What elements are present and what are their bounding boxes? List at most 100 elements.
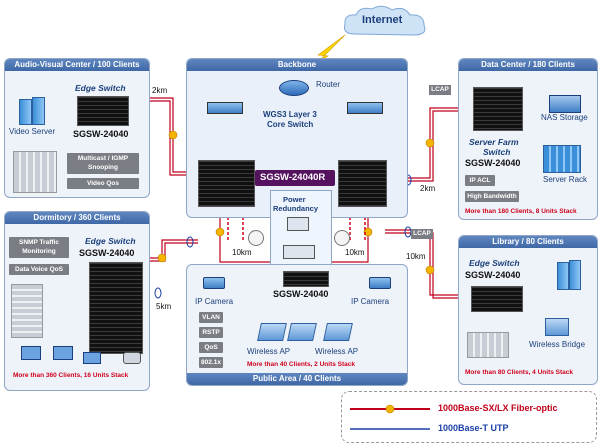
video-server-icon (19, 97, 45, 125)
fiber-badge-av (168, 130, 178, 140)
nas-storage-icon (549, 95, 581, 113)
dc-edge-label-2: Switch (483, 147, 511, 157)
power-unit-icon (287, 217, 309, 231)
fiber-public-left (219, 205, 282, 263)
laptop-icon-3 (83, 352, 101, 364)
laptop-icon-1 (21, 346, 41, 360)
bridge-label: Wireless Bridge (529, 340, 586, 349)
dc-footer: More than 180 Clients, 8 Units Stack (465, 208, 577, 215)
ip-camera-left-icon (203, 277, 225, 289)
public-tag-rstp: RSTP (199, 327, 223, 338)
fiber-badge-dorm (157, 253, 167, 263)
router-icon (279, 80, 309, 96)
fiber-badge-pub-left (215, 227, 225, 237)
public-tag-vlan: VLAN (199, 312, 223, 323)
core-switch-label-1: WGS3 Layer 3 (263, 110, 317, 119)
internet-cloud: Internet (340, 4, 430, 40)
wireless-ap-label-2: Wireless AP (315, 347, 359, 356)
video-server-label: Video Server (9, 127, 56, 136)
dc-lcap-tag: LCAP (429, 85, 451, 95)
ip-camera-right-label: IP Camera (351, 297, 390, 306)
redundancy-label-2: Redundancy (273, 204, 319, 213)
ip-camera-right-icon (369, 277, 391, 289)
dc-switch-stack (473, 87, 523, 131)
panel-dormitory: Dormitory / 360 Clients SNMP Traffic Mon… (4, 211, 150, 391)
dorm-stack-switch (89, 262, 143, 354)
dorm-model: SGSW-24040 (79, 248, 135, 258)
backbone-switch-left (198, 160, 255, 207)
dorm-tag-data-voice: Data Voice QoS (9, 264, 69, 275)
server-rack-label: Server Rack (543, 175, 588, 184)
public-link-right: 10km (345, 248, 365, 257)
core-switch-label-2: Core Switch (267, 120, 314, 129)
building-icon (13, 151, 57, 193)
fiber-badge-dc (425, 138, 435, 148)
ip-camera-left-label: IP Camera (195, 297, 234, 306)
legend-utp-label: 1000Base-T UTP (438, 423, 509, 433)
backbone-title: Backbone (187, 59, 407, 71)
core-switch-left (207, 102, 243, 114)
fiber-dorm (140, 239, 198, 259)
router-label: Router (316, 80, 341, 89)
dorm-link-distance: 5km (156, 302, 172, 311)
dorm-edge-label: Edge Switch (85, 236, 136, 246)
library-building-icon (467, 332, 509, 358)
wireless-ap-icon-2 (287, 323, 317, 341)
core-switch-right (347, 102, 383, 114)
lib-title: Library / 80 Clients (459, 236, 597, 248)
public-model: SGSW-24040 (273, 289, 329, 299)
legend-fiber-label: 1000Base-SX/LX Fiber-optic (438, 403, 558, 413)
internet-label: Internet (362, 14, 403, 26)
av-edge-label: Edge Switch (75, 83, 126, 93)
public-link-left: 10km (232, 248, 252, 257)
lib-switch (471, 286, 523, 312)
legend-utp-swatch (350, 428, 430, 430)
lib-server-icon (557, 260, 581, 290)
fiber-badge-lib (425, 265, 435, 275)
dc-link-distance: 2km (420, 184, 436, 193)
dc-title: Data Center / 180 Clients (459, 59, 597, 71)
rps-icon (283, 245, 315, 259)
av-tag-multicast: Multicast / IGMP Snooping (67, 153, 139, 174)
panel-audio-visual: Audio-Visual Center / 100 Clients Edge S… (4, 58, 150, 198)
public-switch (283, 271, 329, 287)
av-tag-video-qos: Video Qos (67, 178, 139, 189)
lib-lcap-tag: LCAP (411, 229, 433, 239)
av-link-distance: 2km (152, 86, 168, 95)
wireless-bridge-icon (545, 318, 569, 336)
fiber-lib-2 (385, 232, 462, 299)
backbone-switch-right (338, 160, 387, 207)
dorm-tag-snmp: SNMP Traffic Monitoring (9, 237, 69, 258)
public-tag-qos: QoS (199, 342, 223, 353)
av-edge-switch (77, 96, 129, 126)
server-rack-icon (543, 145, 581, 173)
public-tag-8021x: 802.1x (199, 357, 223, 368)
wireless-ap-icon-3 (323, 323, 353, 341)
dc-model: SGSW-24040 (465, 158, 521, 168)
laptop-icon-2 (53, 346, 73, 360)
legend: 1000Base-SX/LX Fiber-optic 1000Base-T UT… (341, 391, 597, 443)
panel-public-area: Public Area / 40 Clients SGSW-24040 IP C… (186, 264, 408, 386)
panel-av-title: Audio-Visual Center / 100 Clients (5, 59, 149, 71)
public-title: Public Area / 40 Clients (187, 373, 407, 385)
phone-icon (123, 352, 141, 364)
fiber-public-right (325, 205, 369, 263)
dorm-building-icon (11, 284, 43, 338)
power-cable-left-icon (248, 230, 264, 246)
power-cable-right-icon (334, 230, 350, 246)
public-footer: More than 40 Clients, 2 Units Stack (247, 361, 356, 368)
lib-footer: More than 80 Clients, 4 Units Stack (465, 369, 574, 376)
fiber-lib (385, 229, 462, 296)
panel-dorm-title: Dormitory / 360 Clients (5, 212, 149, 224)
dc-edge-label-1: Server Farm (469, 137, 519, 147)
fiber-dorm-2 (140, 242, 198, 262)
fiber-badge-pub-right (363, 227, 373, 237)
nas-label: NAS Storage (541, 113, 588, 122)
redundant-switch-badge (255, 170, 335, 186)
lib-link-distance: 10km (406, 252, 426, 261)
redundant-switch-label: SGSW-24040R (260, 172, 326, 183)
dc-tag-bandwidth: High Bandwidth (465, 191, 519, 202)
lib-model: SGSW-24040 (465, 270, 521, 280)
dc-tag-ip-acl: IP ACL (465, 175, 495, 186)
wireless-ap-label-1: Wireless AP (247, 347, 291, 356)
